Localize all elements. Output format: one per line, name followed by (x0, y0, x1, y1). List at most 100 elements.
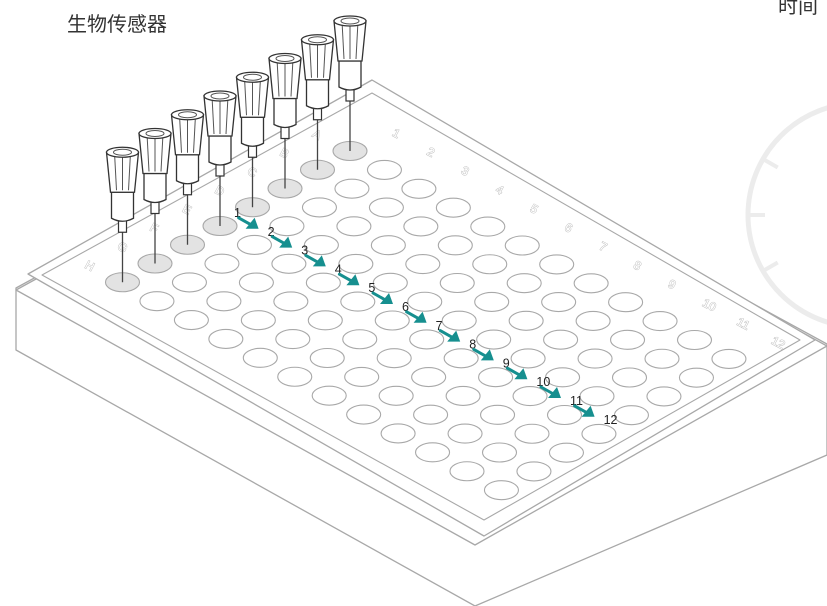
well-G7 (345, 367, 379, 386)
clock-tick (763, 263, 778, 272)
clock-tick (763, 159, 778, 168)
sensor-body (274, 99, 296, 128)
sensor-body (307, 80, 329, 109)
well-G10 (448, 424, 482, 443)
well-G5 (276, 330, 310, 349)
well-C8 (509, 311, 543, 330)
well-F2 (205, 254, 239, 273)
well-H11 (450, 462, 484, 481)
well-A8 (574, 274, 608, 293)
well-F10 (481, 405, 515, 424)
well-C4 (371, 236, 405, 255)
well-H4 (209, 329, 243, 348)
well-F3 (239, 273, 273, 292)
well-D2 (270, 217, 304, 236)
sensor-body (209, 136, 231, 165)
well-F7 (377, 349, 411, 368)
well-H3 (174, 311, 208, 330)
well-C10 (578, 349, 612, 368)
well-G9 (414, 405, 448, 424)
well-G11 (483, 443, 517, 462)
well-B5 (438, 236, 472, 255)
well-H9 (381, 424, 415, 443)
well-H8 (347, 405, 381, 424)
timer-clock-icon (748, 103, 827, 327)
well-H5 (243, 348, 277, 367)
well-D7 (442, 311, 476, 330)
well-C7 (475, 292, 509, 311)
sensor-body (144, 174, 166, 203)
sensor-collar (151, 202, 159, 214)
well-B6 (473, 255, 507, 274)
sensor-collar (346, 89, 354, 101)
well-E12 (582, 424, 616, 443)
well-A5 (471, 217, 505, 236)
well-B10 (611, 330, 645, 349)
well-E2 (237, 235, 271, 254)
well-A12 (712, 349, 746, 368)
well-D11 (580, 387, 614, 406)
well-B2 (335, 179, 369, 198)
sensor-body (112, 192, 134, 221)
well-H12 (484, 481, 518, 500)
well-G2 (172, 273, 206, 292)
well-H6 (278, 367, 312, 386)
well-C6 (440, 274, 474, 293)
well-C12 (647, 387, 681, 406)
well-D8 (477, 330, 511, 349)
well-H10 (416, 443, 450, 462)
well-E10 (513, 387, 547, 406)
well-A10 (643, 312, 677, 331)
well-B4 (404, 217, 438, 236)
well-H7 (312, 386, 346, 405)
well-F12 (549, 443, 583, 462)
well-A9 (609, 293, 643, 312)
well-D9 (511, 349, 545, 368)
well-G3 (207, 292, 241, 311)
well-F4 (274, 292, 308, 311)
well-B3 (369, 198, 403, 217)
well-D12 (614, 406, 648, 425)
well-C11 (613, 368, 647, 387)
well-G12 (517, 462, 551, 481)
well-F5 (308, 311, 342, 330)
well-F9 (446, 386, 480, 405)
well-C3 (337, 217, 371, 236)
sensor-collar (216, 164, 224, 176)
step-number: 12 (604, 413, 618, 427)
well-B9 (576, 311, 610, 330)
well-G6 (310, 349, 344, 368)
well-F6 (343, 330, 377, 349)
well-G8 (379, 386, 413, 405)
well-F11 (515, 424, 549, 443)
well-H2 (140, 292, 174, 311)
well-G4 (241, 311, 275, 330)
well-E8 (444, 349, 478, 368)
well-A3 (402, 179, 436, 198)
sensor-body (339, 61, 361, 90)
well-B11 (645, 349, 679, 368)
well-E9 (479, 368, 513, 387)
well-C5 (406, 255, 440, 274)
sensor-collar (119, 220, 127, 232)
well-F8 (412, 368, 446, 387)
well-D6 (408, 292, 442, 311)
well-A11 (678, 331, 712, 350)
sensor-body (177, 155, 199, 184)
well-B12 (679, 368, 713, 387)
sensor-collar (184, 183, 192, 195)
well-A4 (436, 198, 470, 217)
well-D10 (546, 368, 580, 387)
sensor-collar (249, 145, 257, 157)
well-A2 (367, 160, 401, 179)
well-B7 (507, 274, 541, 293)
sensor-collar (314, 108, 322, 120)
well-A6 (505, 236, 539, 255)
sensor-collar (281, 127, 289, 139)
well-D3 (304, 236, 338, 255)
well-D4 (339, 254, 373, 273)
well-B8 (542, 293, 576, 312)
well-C9 (544, 330, 578, 349)
